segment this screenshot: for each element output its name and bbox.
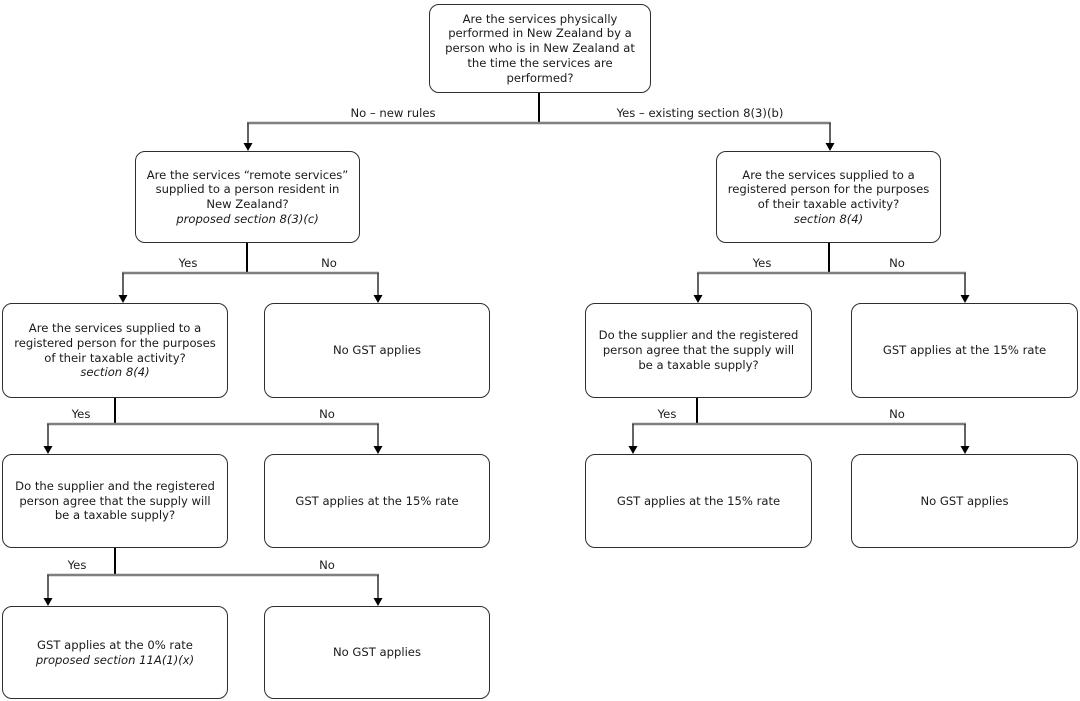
edge-label-right-fork-remote: No xyxy=(321,256,337,270)
node-root-question: Are the services physically performed in… xyxy=(429,4,651,93)
node-taxable-supply-question-left: Do the supplier and the registered perso… xyxy=(2,454,228,548)
arrowhead-icon xyxy=(373,446,383,454)
edge-label-left-fork-taxable-left: Yes xyxy=(67,558,87,572)
arrowhead-icon xyxy=(960,295,970,303)
arrowhead-icon xyxy=(960,446,970,454)
node-gst-15-left-level4: GST applies at the 15% rate xyxy=(264,454,490,548)
arrowhead-icon xyxy=(43,598,53,606)
node-note: proposed section 11A(1)(x) xyxy=(35,652,195,667)
node-remote-services-question: Are the services “remote services” suppl… xyxy=(135,151,360,243)
edge-label-left-fork-root: No – new rules xyxy=(350,106,436,120)
edge-label-left-fork-remote: Yes xyxy=(178,256,198,270)
node-text: Do the supplier and the registered perso… xyxy=(598,328,799,372)
node-registered-person-question-left: Are the services supplied to a registere… xyxy=(2,303,228,398)
node-note: section 8(4) xyxy=(793,211,864,226)
node-no-gst-left-level3: No GST applies xyxy=(264,303,490,398)
edge-label-right-fork-root: Yes – existing section 8(3)(b) xyxy=(616,106,784,120)
node-gst-15-right-level4: GST applies at the 15% rate xyxy=(585,454,812,548)
arrowhead-icon xyxy=(118,295,128,303)
node-text: Are the services supplied to a registere… xyxy=(727,167,930,211)
arrowhead-icon xyxy=(373,598,383,606)
arrowhead-icon xyxy=(43,446,53,454)
node-registered-person-question-right: Are the services supplied to a registere… xyxy=(716,151,941,243)
node-text: GST applies at the 15% rate xyxy=(882,343,1047,358)
edge-label-left-fork-taxable-right: Yes xyxy=(657,407,677,421)
arrowhead-icon xyxy=(825,143,835,151)
edge-label-right-fork-registered-right: No xyxy=(889,256,905,270)
node-text: GST applies at the 0% rate xyxy=(37,637,193,652)
node-text: GST applies at the 15% rate xyxy=(295,493,459,508)
arrowhead-icon xyxy=(243,143,253,151)
node-text: Are the services physically performed in… xyxy=(445,11,635,85)
node-text: No GST applies xyxy=(920,493,1009,508)
edge-label-left-fork-registered-right: Yes xyxy=(752,256,772,270)
node-gst-15-right-level3: GST applies at the 15% rate xyxy=(851,303,1078,398)
node-text: No GST applies xyxy=(332,645,421,660)
node-text: No GST applies xyxy=(332,343,421,358)
node-text: GST applies at the 15% rate xyxy=(616,493,781,508)
node-no-gst-right-level4: No GST applies xyxy=(851,454,1078,548)
arrowhead-icon xyxy=(373,295,383,303)
node-note: section 8(4) xyxy=(80,365,150,380)
edge-label-left-fork-registered-left: Yes xyxy=(71,407,91,421)
edge-label-right-fork-taxable-left: No xyxy=(319,558,335,572)
arrowhead-icon xyxy=(693,295,703,303)
edge-label-right-fork-registered-left: No xyxy=(319,407,335,421)
node-taxable-supply-question-right: Do the supplier and the registered perso… xyxy=(585,303,812,398)
node-text: Do the supplier and the registered perso… xyxy=(15,478,215,523)
node-text: Are the services “remote services” suppl… xyxy=(146,167,349,211)
node-no-gst-left-level5: No GST applies xyxy=(264,606,490,699)
node-text: Are the services supplied to a registere… xyxy=(14,321,216,365)
node-note: proposed section 8(3)(c) xyxy=(176,211,319,226)
arrowhead-icon xyxy=(628,446,638,454)
edge-label-right-fork-taxable-right: No xyxy=(889,407,905,421)
